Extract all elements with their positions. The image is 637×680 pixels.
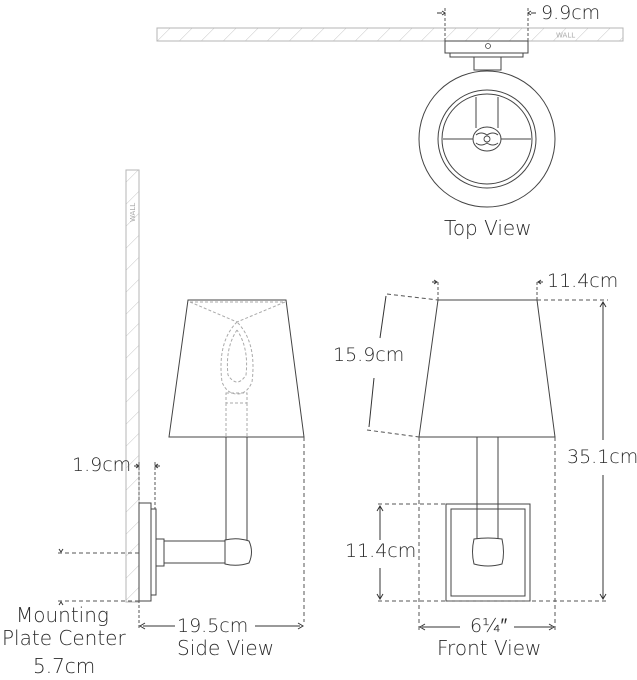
front-plate-height-dim: 11.4cm xyxy=(345,540,417,562)
side-view-drawing: WALL xyxy=(58,169,305,630)
front-shade-top-width-dim: 11.4cm xyxy=(547,270,619,292)
side-view-title: Side View xyxy=(177,636,275,660)
side-view-projection-dim: 19.5cm xyxy=(177,615,249,637)
front-shade-bottom-width-dim: 6¼″ xyxy=(470,615,508,637)
mounting-label-line2: Plate Center xyxy=(2,626,126,650)
front-overall-height-dim: 35.1cm xyxy=(567,446,637,468)
mounting-label-line1: Mounting xyxy=(16,603,109,627)
front-view-title: Front View xyxy=(437,636,542,660)
wall-label-top: WALL xyxy=(556,32,575,40)
side-view-plate-depth-dim: 1.9cm xyxy=(72,454,132,476)
top-view-drawing: WALL xyxy=(156,8,624,208)
top-view-title: Top View xyxy=(444,216,532,240)
wall-vertical xyxy=(125,169,140,603)
screw-icon xyxy=(485,43,491,49)
mounting-center-dim: 5.7cm xyxy=(33,654,96,678)
front-shade-height-dim: 15.9cm xyxy=(333,344,405,366)
top-view-depth-dim: 9.9cm xyxy=(541,2,601,24)
front-view-drawing xyxy=(366,279,608,631)
wall-horizontal xyxy=(156,27,624,42)
wall-label-side: WALL xyxy=(129,203,137,222)
